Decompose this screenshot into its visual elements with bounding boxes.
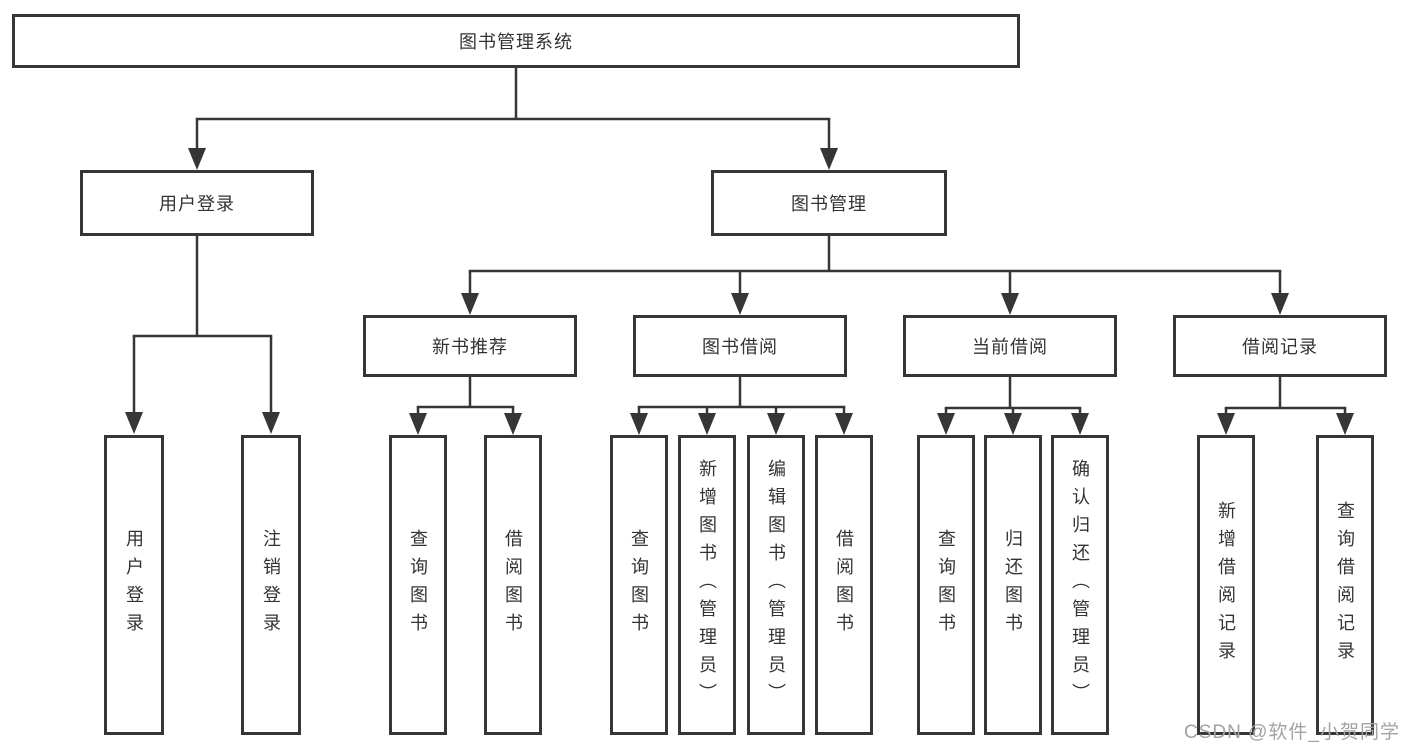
node-leaf-borrow-books: 借阅图书 — [815, 435, 873, 735]
node-leaf-query-borrow-record: 查询借阅记录 — [1316, 435, 1374, 735]
arrow-down-icon — [1001, 293, 1019, 315]
node-root-label: 图书管理系统 — [459, 32, 573, 52]
node-root: 图书管理系统 — [12, 14, 1020, 68]
arrow-down-icon — [461, 293, 479, 315]
arrowheads — [125, 148, 1354, 435]
arrow-down-icon — [767, 413, 785, 435]
node-book-borrow-label: 图书借阅 — [702, 337, 778, 357]
arrow-down-icon — [1217, 413, 1235, 435]
connector-bookmgmt-to-level2 — [468, 236, 1282, 295]
node-user-login-label: 用户登录 — [159, 194, 235, 214]
arrow-down-icon — [1071, 413, 1089, 435]
node-leaf-add-book-admin: 新增图书（管理员） — [678, 435, 736, 735]
node-user-login: 用户登录 — [80, 170, 314, 236]
arrow-down-icon — [262, 412, 280, 434]
node-borrow-records-label: 借阅记录 — [1242, 337, 1318, 357]
arrow-down-icon — [820, 148, 838, 170]
arrow-down-icon — [188, 148, 206, 170]
watermark: CSDN @软件_小贺同学 — [1184, 722, 1400, 743]
node-current-borrow-label: 当前借阅 — [972, 337, 1048, 357]
arrow-down-icon — [835, 413, 853, 435]
node-leaf-user-login: 用户登录 — [104, 435, 164, 735]
node-leaf-borrow-books-recommend: 借阅图书 — [484, 435, 542, 735]
node-new-book-recommend-label: 新书推荐 — [432, 337, 508, 357]
node-leaf-logout: 注销登录 — [241, 435, 301, 735]
node-new-book-recommend: 新书推荐 — [363, 315, 577, 377]
arrow-down-icon — [937, 413, 955, 435]
node-leaf-edit-book-admin: 编辑图书（管理员） — [747, 435, 805, 735]
connector-bookborrow-to-leaves — [637, 377, 846, 415]
arrow-down-icon — [409, 413, 427, 435]
node-leaf-return-books: 归还图书 — [984, 435, 1042, 735]
arrow-down-icon — [731, 293, 749, 315]
node-book-management-label: 图书管理 — [791, 194, 867, 214]
arrow-down-icon — [1271, 293, 1289, 315]
node-leaf-query-books-recommend: 查询图书 — [389, 435, 447, 735]
connector-userlogin-to-leaves — [132, 236, 273, 414]
connector-root-to-level1 — [195, 68, 831, 150]
node-book-management: 图书管理 — [711, 170, 947, 236]
node-book-borrow: 图书借阅 — [633, 315, 847, 377]
arrow-down-icon — [504, 413, 522, 435]
arrow-down-icon — [1004, 413, 1022, 435]
connector-currentborrow-to-leaves — [944, 377, 1082, 415]
node-current-borrow: 当前借阅 — [903, 315, 1117, 377]
arrow-down-icon — [698, 413, 716, 435]
node-leaf-confirm-return-admin: 确认归还（管理员） — [1051, 435, 1109, 735]
connector-borrowrecord-to-leaves — [1224, 377, 1347, 415]
connector-newbook-to-leaves — [416, 377, 515, 415]
node-leaf-query-books-current: 查询图书 — [917, 435, 975, 735]
arrow-down-icon — [125, 412, 143, 434]
node-leaf-add-borrow-record: 新增借阅记录 — [1197, 435, 1255, 735]
node-borrow-records: 借阅记录 — [1173, 315, 1387, 377]
node-leaf-query-books-borrow: 查询图书 — [610, 435, 668, 735]
arrow-down-icon — [630, 413, 648, 435]
arrow-down-icon — [1336, 413, 1354, 435]
